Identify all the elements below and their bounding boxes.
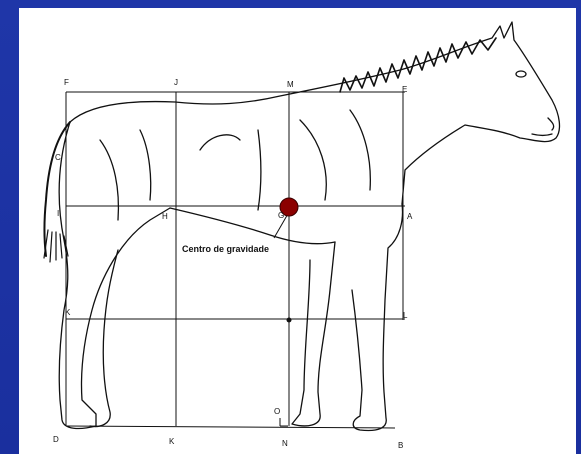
label-k: K [65,308,71,317]
point-labels: F J M E C I H G A K L O D K N B [53,78,413,450]
label-g: G [278,211,284,220]
center-of-gravity-caption: Centro de gravidade [182,244,269,254]
label-l: L [403,311,408,320]
proportion-grid [65,91,405,429]
label-h: H [162,212,168,221]
label-j: J [174,78,178,87]
label-i: I [57,209,59,218]
label-k-bottom: K [169,437,175,446]
diagram-panel [19,8,576,454]
label-f: F [64,78,69,87]
center-of-gravity-marker [273,197,299,323]
label-m: M [287,80,294,89]
label-a: A [407,212,413,221]
label-d: D [53,435,59,444]
label-c: C [55,153,61,162]
o-marker [279,418,288,427]
label-e: E [402,85,407,94]
horse-illustration [43,21,561,432]
label-n: N [282,439,288,448]
label-o: O [274,407,280,416]
label-b: B [398,441,403,450]
